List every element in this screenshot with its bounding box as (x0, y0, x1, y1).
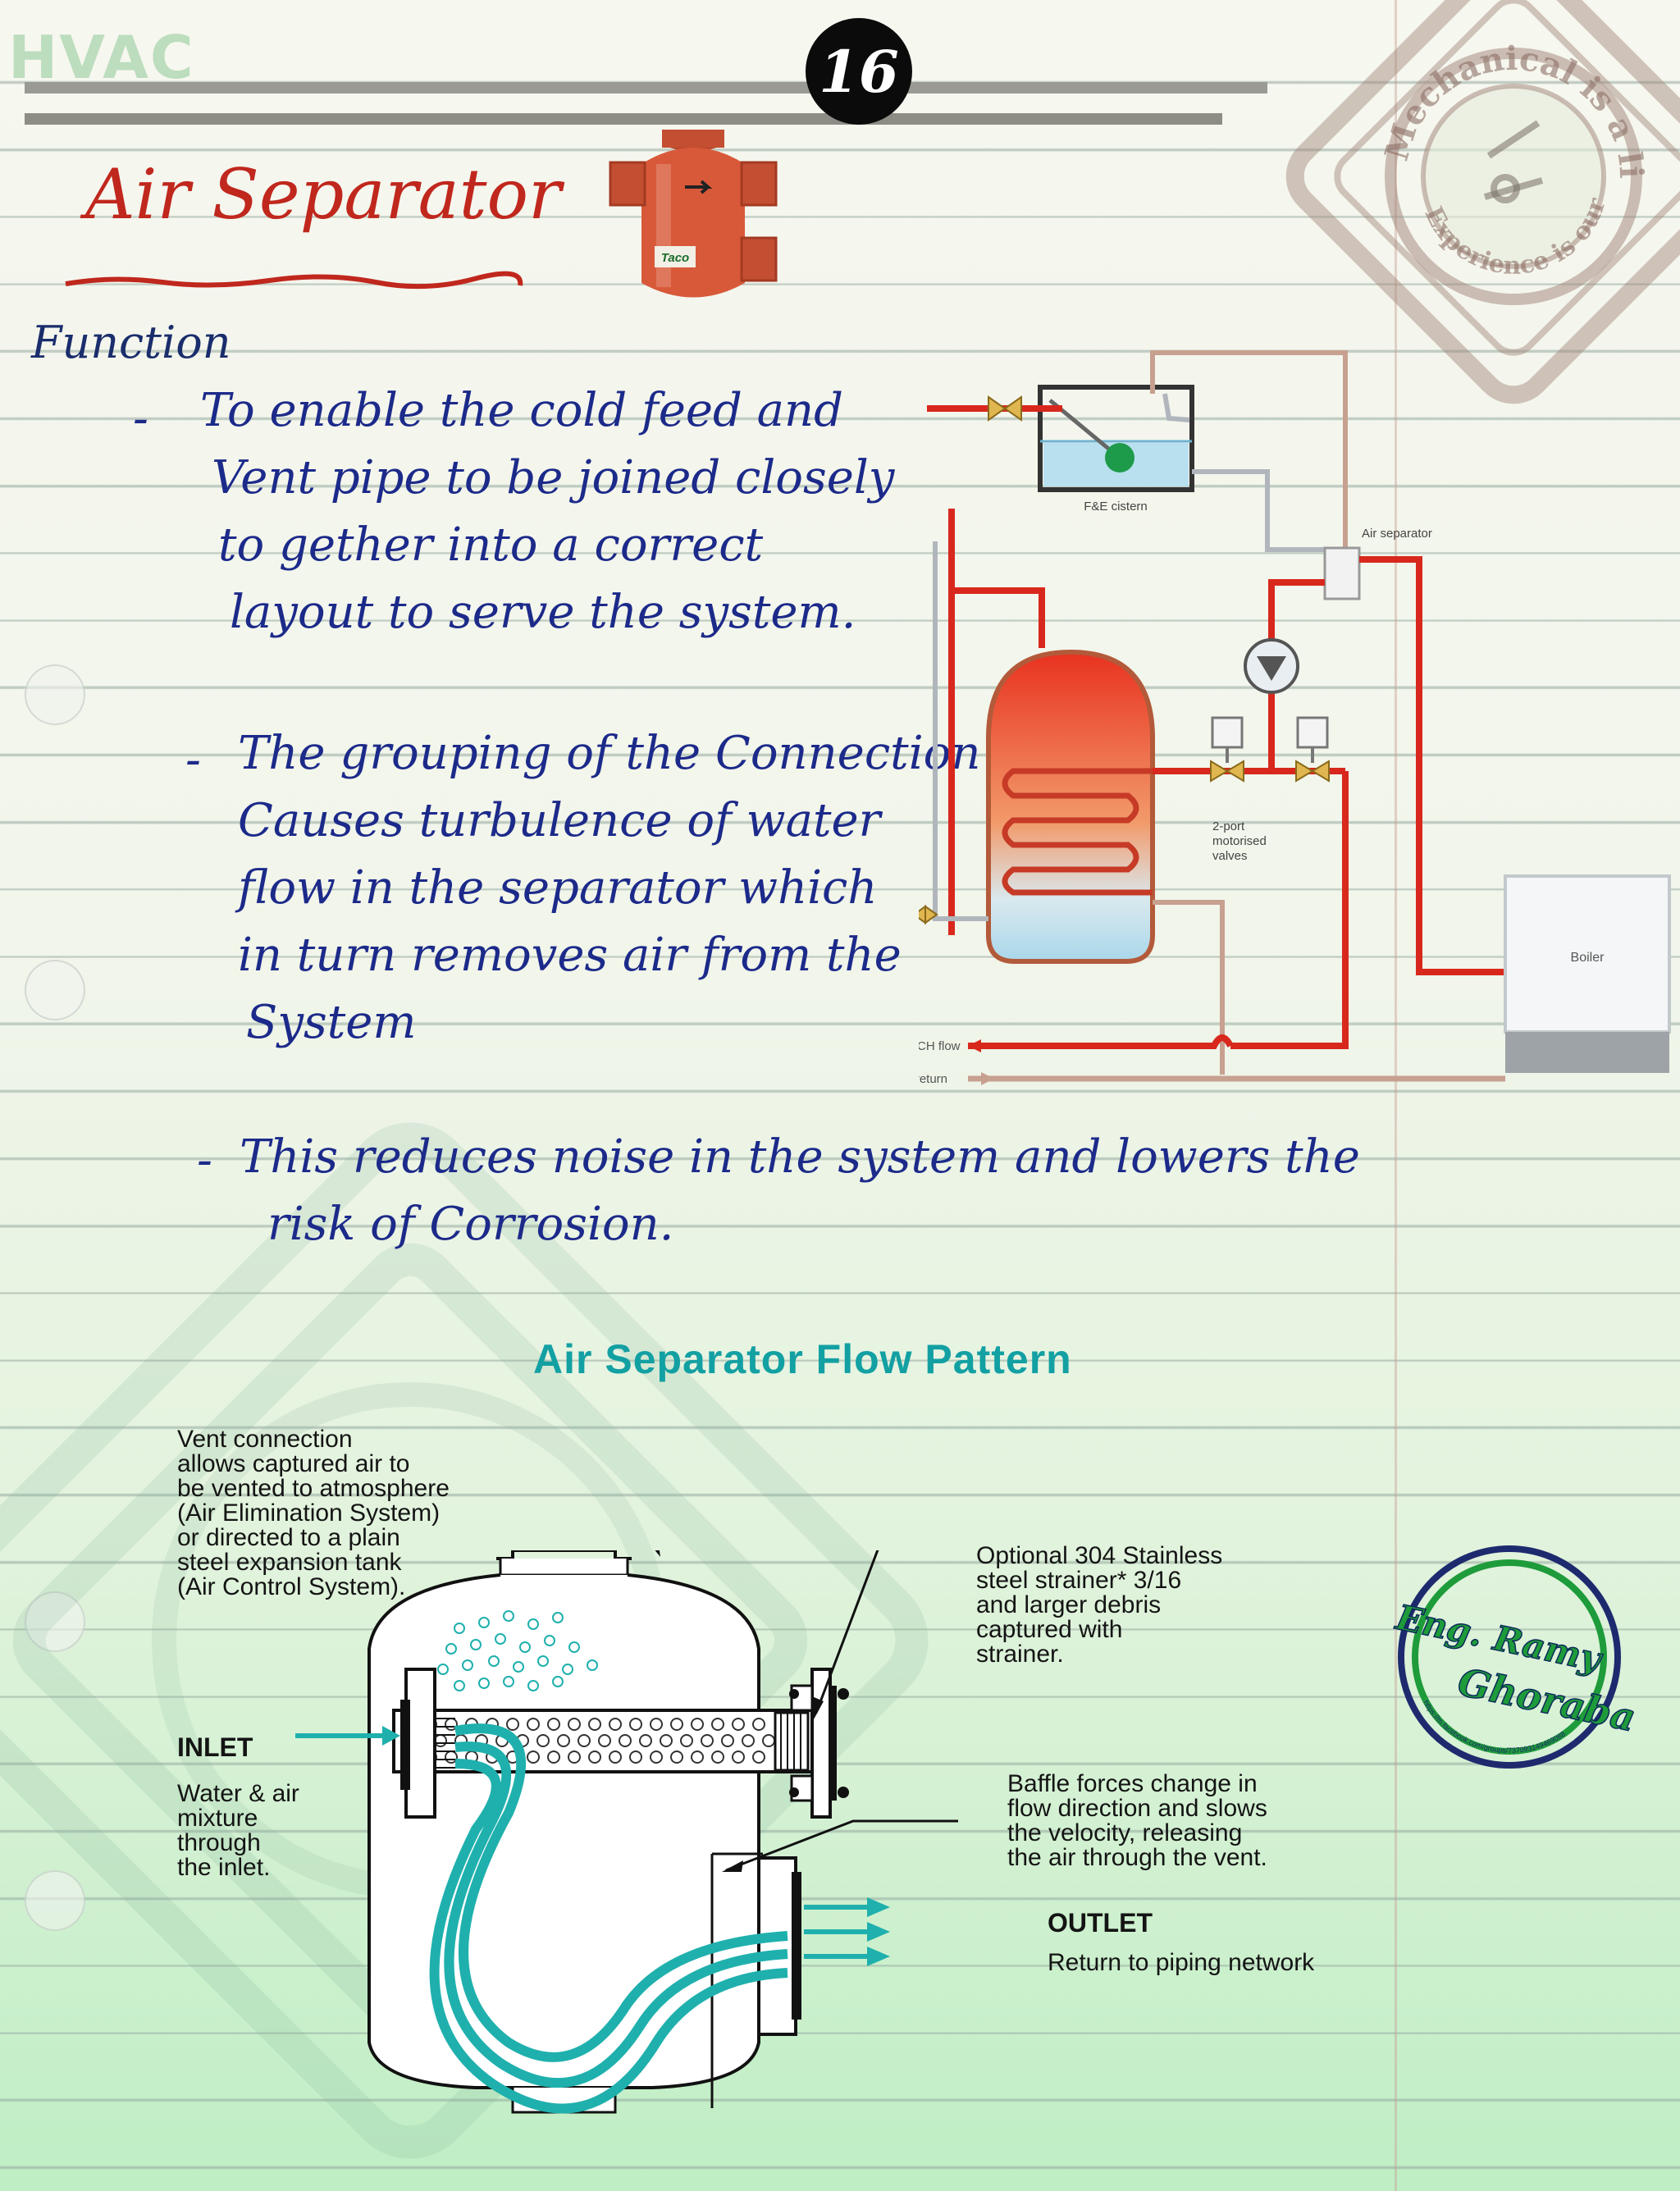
fe-cistern: F&E cistern (1038, 385, 1194, 514)
note-line: and larger debris (976, 1591, 1162, 1618)
note-line: Optional 304 Stainless (976, 1542, 1223, 1569)
svg-text:CH flow: CH flow (919, 1039, 961, 1053)
note-line: Baffle forces change in (1007, 1770, 1258, 1797)
outlet-flange (757, 1856, 801, 2036)
note-line: the air through the vent. (1007, 1844, 1267, 1871)
baffle-note: Baffle forces change in flow direction a… (1007, 1772, 1267, 1870)
margin-line (1395, 0, 1397, 2191)
heating-system-diagram: F&E cistern Air separator (919, 350, 1671, 1086)
note-line: the inlet. (177, 1854, 271, 1881)
air-separator-box (1323, 546, 1361, 600)
function-heading: Function (31, 317, 231, 368)
binder-hole (25, 664, 85, 725)
air-separator-product-image: Taco (609, 130, 778, 298)
valve-icon (988, 395, 1022, 422)
bullet-line: Vent pipe to be joined closely (212, 451, 895, 504)
motorised-valve-icon (1295, 716, 1330, 783)
stamp-logo: Mechanical is a life Experience is our a… (1206, 0, 1680, 404)
hot-water-cylinder (986, 649, 1155, 964)
bullet-line: Causes turbulence of water (238, 794, 881, 847)
note-line: steel strainer* 3/16 (976, 1567, 1182, 1594)
outlet-label: OUTLET (1048, 1908, 1153, 1938)
note-line: steel expansion tank (177, 1549, 402, 1576)
bullet-dash: - (185, 733, 201, 787)
flow-diagram-title: Air Separator Flow Pattern (533, 1336, 1072, 1382)
bullet-line: in turn removes air from the (238, 929, 902, 982)
inlet-label: INLET (177, 1732, 253, 1762)
svg-text:Air separator: Air separator (1362, 527, 1432, 541)
svg-text:F&E cistern: F&E cistern (1084, 500, 1148, 514)
note-line: be vented to atmosphere (177, 1475, 450, 1502)
note-line: the velocity, releasing (1007, 1819, 1243, 1846)
air-bubbles (437, 1610, 598, 1691)
header-rule (25, 82, 1267, 94)
bullet-line: to gether into a correct (218, 518, 764, 572)
bullet-2: The grouping of the Connection Causes tu… (238, 720, 980, 1057)
page-title: Air Separator (85, 154, 562, 235)
bullet-line: flow in the separator which (238, 861, 878, 915)
note-line: mixture (177, 1805, 258, 1832)
bullet-dash: - (197, 1134, 212, 1187)
bullet-3: This reduces noise in the system and low… (240, 1124, 1360, 1258)
note-line: strainer. (976, 1641, 1064, 1668)
bullet-dash: - (133, 392, 148, 445)
note-line: allows captured air to (177, 1450, 410, 1477)
note-line: through (177, 1829, 261, 1856)
binder-hole (25, 960, 85, 1020)
inlet-flange (400, 1668, 455, 1819)
header-rule (25, 113, 1222, 125)
svg-text:2-port: 2-port (1212, 819, 1245, 833)
note-line: or directed to a plain (177, 1524, 400, 1551)
bullet-line: This reduces noise in the system and low… (240, 1130, 1360, 1184)
strainer-note: Optional 304 Stainless steel strainer* 3… (976, 1544, 1222, 1667)
svg-text:Boiler: Boiler (1571, 951, 1605, 965)
bullet-line: risk of Corrosion. (267, 1198, 674, 1251)
drain-valve-icon (919, 905, 938, 924)
note-line: (Air Elimination System) (177, 1499, 441, 1527)
vent-note: Vent connection allows captured air to b… (177, 1427, 450, 1600)
bullet-line: layout to serve the system. (230, 586, 856, 639)
binder-hole (25, 1870, 85, 1931)
svg-text:motorised: motorised (1212, 834, 1267, 848)
title-underline (65, 271, 523, 290)
note-line: (Air Control System). (177, 1573, 406, 1600)
air-separator-flow-diagram (295, 1550, 958, 2114)
bullet-line: The grouping of the Connection (238, 727, 981, 780)
pump-icon (1244, 638, 1299, 694)
flow-streams (429, 1723, 788, 2114)
binder-hole (25, 1591, 85, 1652)
boiler: Boiler (1504, 874, 1671, 1073)
bullet-1: To enable the cold feed and Vent pipe to… (200, 377, 894, 646)
brand-logo: HVAC (8, 23, 195, 92)
bullet-line: System (246, 996, 417, 1049)
strainer-cover-flange (789, 1668, 849, 1819)
motorised-valve-icon (1210, 716, 1244, 783)
inlet-note: Water & air mixture through the inlet. (177, 1782, 299, 1880)
author-badge: https://m.facebook.com/groups/7370931494… (1391, 1545, 1640, 1769)
svg-text:valves: valves (1212, 849, 1248, 863)
svg-text:CH return: CH return (919, 1072, 947, 1086)
svg-text:Taco: Taco (661, 251, 689, 265)
note-line: flow direction and slows (1007, 1795, 1267, 1822)
note-line: captured with (976, 1616, 1123, 1643)
note-line: Water & air (177, 1780, 299, 1807)
page-number: 16 (806, 18, 912, 125)
svg-text:Ghoraba: Ghoraba (1454, 1659, 1640, 1740)
note-line: Vent connection (177, 1426, 353, 1453)
outlet-note: Return to piping network (1048, 1949, 1315, 1976)
bullet-line: To enable the cold feed and (200, 384, 843, 437)
